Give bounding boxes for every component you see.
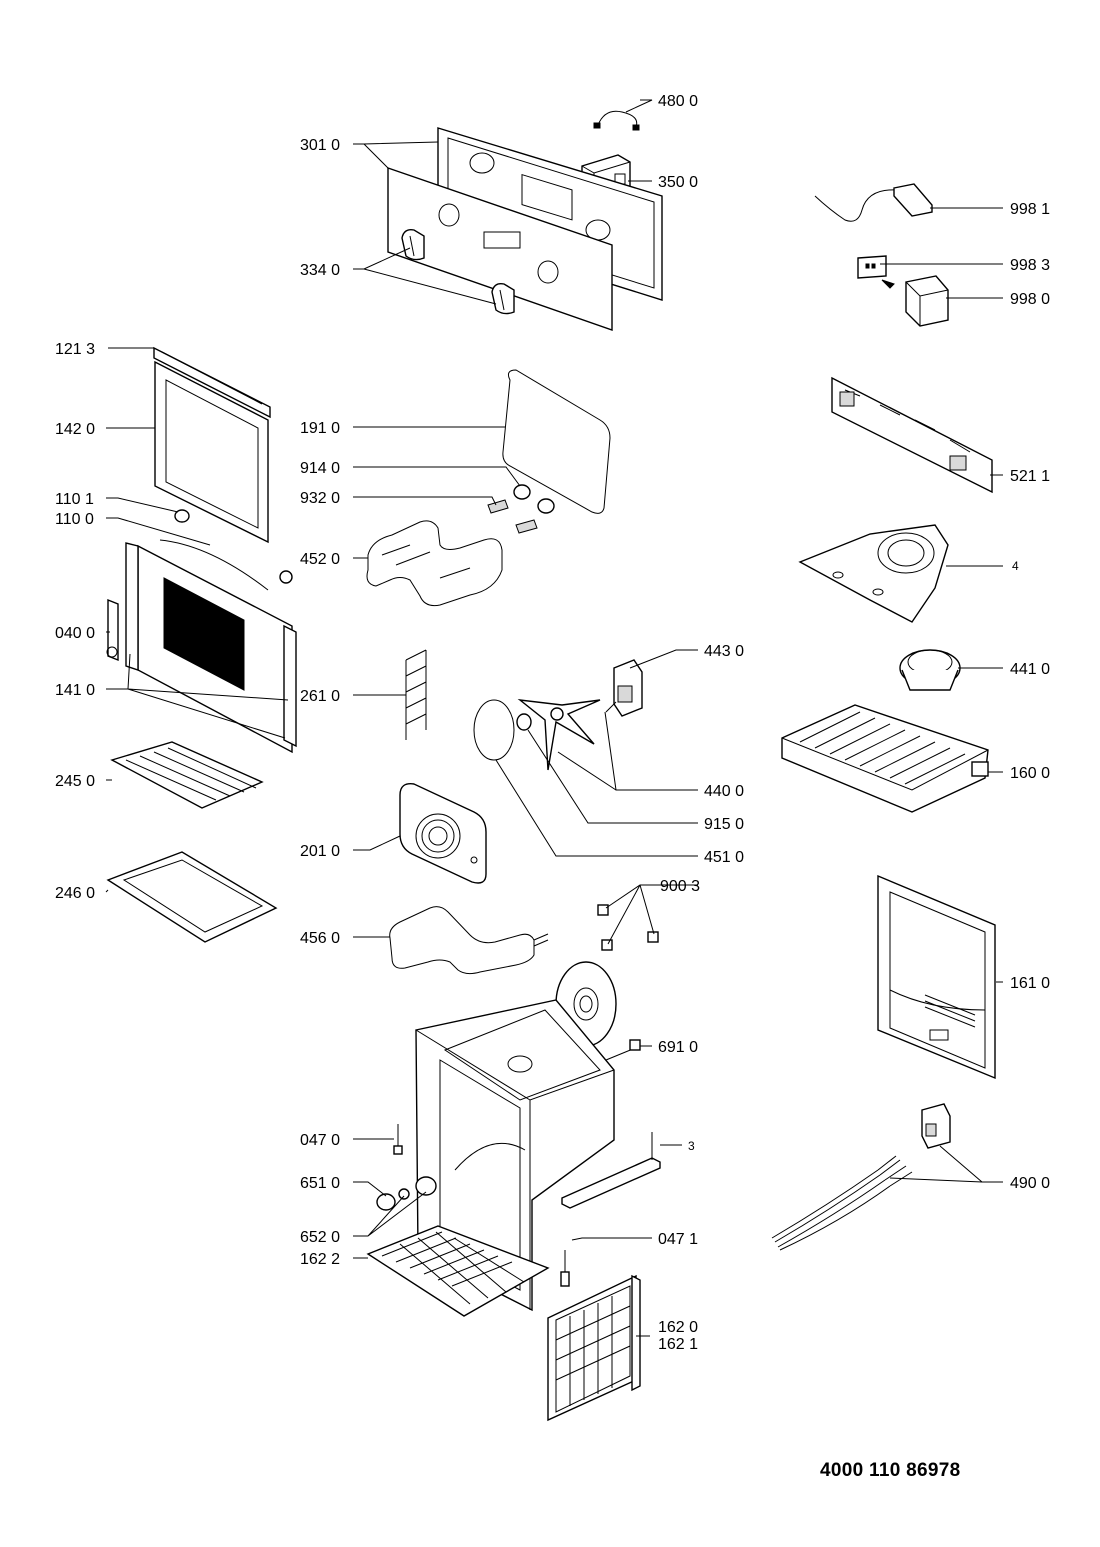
label-162-2: 162 2 [300,1251,340,1268]
part-sensor-047-0 [393,1124,403,1155]
label-441-0: 441 0 [1010,661,1050,678]
label-040-0: 040 0 [55,625,95,642]
part-motor-443 [605,659,643,717]
part-tray-246 [106,851,278,943]
label-161-0: 161 0 [1010,975,1050,992]
label-261-0: 261 0 [300,688,340,705]
label-451-0: 451 0 [704,849,744,866]
part-rack-261 [405,649,427,740]
label-4: 4 [1012,559,1019,573]
label-246-0: 246 0 [55,885,95,902]
label-142-0: 142 0 [55,421,95,438]
part-block-998-0 [905,275,949,327]
part-terminal-490 [771,1103,951,1251]
part-sensor-047-1 [560,1250,570,1287]
part-panel-161 [877,874,996,1080]
label-350-0: 350 0 [658,174,698,191]
label-932-0: 932 0 [300,490,340,507]
part-knob-110 [159,509,293,591]
part-hinge-040 [106,598,119,662]
part-shelf-160 [781,704,989,813]
part-shelf-245 [110,741,264,809]
label-452-0: 452 0 [300,551,340,568]
label-456-0: 456 0 [300,930,340,947]
label-443-0: 443 0 [704,643,744,660]
label-998-0: 998 0 [1010,291,1050,308]
label-691-0: 691 0 [658,1039,698,1056]
part-rail-3 [561,1132,661,1209]
part-fan-cover-201 [399,783,487,884]
label-998-3: 998 3 [1010,257,1050,274]
part-fan-motor-441 [899,649,961,691]
label-301-0: 301 0 [300,137,340,154]
label-160-0: 160 0 [1010,765,1050,782]
part-door-frame-141 [125,542,297,754]
part-control-panel-301 [387,127,663,331]
label-201-0: 201 0 [300,843,340,860]
label-915-0: 915 0 [704,816,744,833]
part-cable-998-1 [814,183,933,222]
part-trim-121 [153,346,271,419]
part-knobs-334 [401,228,515,315]
part-cable-480 [593,110,640,131]
label-047-1: 047 1 [658,1231,698,1248]
part-rack-162-2 [366,1225,550,1317]
label-900-3: 900 3 [660,878,700,895]
part-ring-451 [473,699,532,761]
label-121-3: 121 3 [55,341,95,358]
part-board-521 [831,376,993,494]
label-162-0: 162 0 [658,1319,698,1336]
document-number: 4000 110 86978 [820,1460,961,1481]
label-490-0: 490 0 [1010,1175,1050,1192]
part-side-grid-162 [547,1274,641,1422]
part-duct-4 [798,524,949,623]
label-047-0: 047 0 [300,1132,340,1149]
label-245-0: 245 0 [55,773,95,790]
label-110-1: 110 1 [55,491,94,508]
part-label-998-3 [857,255,895,289]
label-651-0: 651 0 [300,1175,340,1192]
part-pin-691 [605,1039,641,1061]
label-191-0: 191 0 [300,420,340,437]
part-fan-blade-440 [517,699,601,771]
label-3: 3 [688,1139,695,1153]
label-998-1: 998 1 [1010,201,1050,218]
label-652-0: 652 0 [300,1229,340,1246]
label-440-0: 440 0 [704,783,744,800]
label-162-1: 162 1 [658,1336,698,1353]
part-lamp-651 [376,1176,437,1211]
part-outer-glass-142 [154,360,269,544]
label-334-0: 334 0 [300,262,340,279]
part-heating-element-456 [389,906,549,975]
leader-lines [105,99,1003,1337]
part-grill-element-452 [366,484,555,607]
part-clips-900 [597,904,659,951]
label-521-1: 521 1 [1010,468,1050,485]
part-seal-191 [502,369,611,514]
label-480-0: 480 0 [658,93,698,110]
label-141-0: 141 0 [55,682,95,699]
label-110-0: 110 0 [55,511,94,528]
label-914-0: 914 0 [300,460,340,477]
